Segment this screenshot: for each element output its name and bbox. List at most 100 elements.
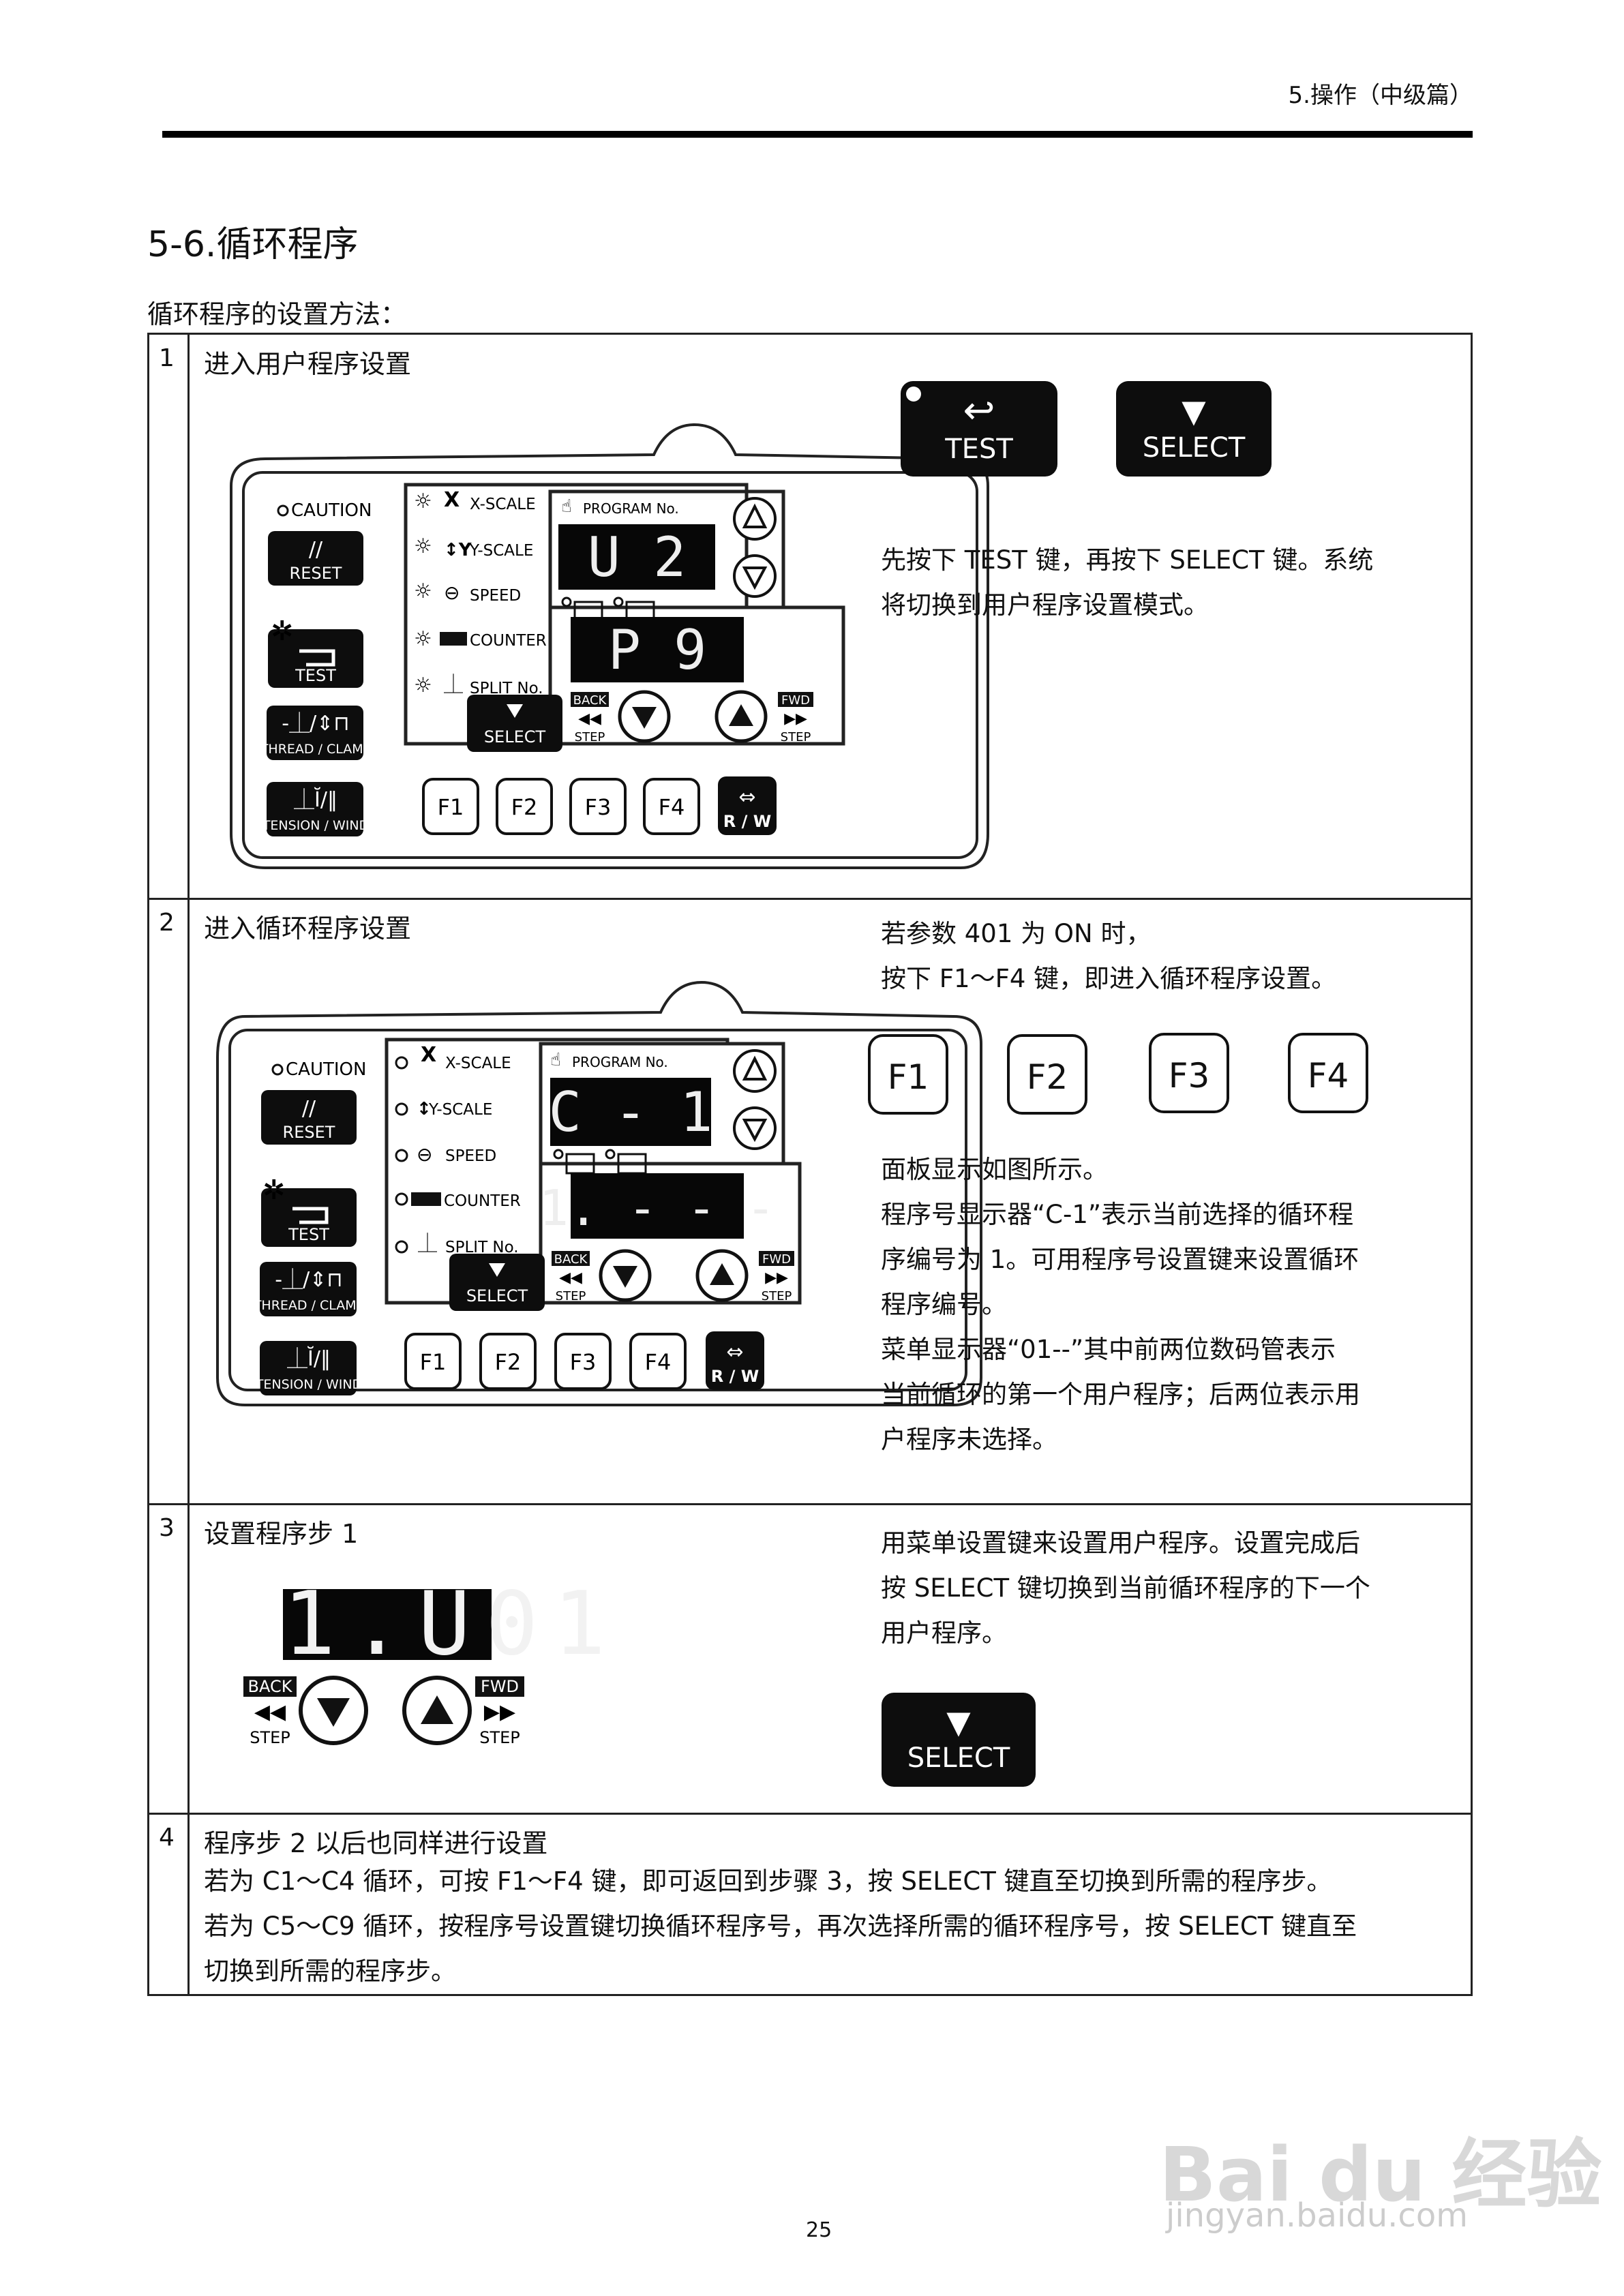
svg-text:▶▶: ▶▶: [784, 710, 807, 727]
rw-button[interactable]: [718, 776, 777, 835]
f2-key[interactable]: [496, 778, 553, 835]
test-label: TEST: [288, 1225, 329, 1244]
program-number-value: U 2: [588, 526, 687, 589]
f4-key[interactable]: F4: [1288, 1033, 1368, 1113]
svg-text:X: X: [444, 488, 460, 512]
f1-label: F1: [420, 1349, 447, 1375]
svg-text:◀◀: ◀◀: [559, 1269, 582, 1286]
svg-text:⇔: ⇔: [726, 1340, 743, 1364]
thread-clamp-label: THREAD / CLAMP: [253, 1298, 364, 1313]
burst-icon: ✲: [262, 1175, 286, 1206]
reset-button[interactable]: [261, 1090, 357, 1145]
led-off-icon: [395, 1149, 408, 1162]
row3-description: 用菜单设置键来设置用户程序。设置完成后 按 SELECT 键切换到当前循环程序的…: [881, 1528, 1370, 1648]
test-button[interactable]: [268, 629, 363, 688]
row-divider: [149, 1813, 1471, 1815]
f1-key[interactable]: [422, 778, 479, 835]
program-down-button[interactable]: [733, 554, 777, 598]
row-number: 3: [159, 1514, 175, 1542]
fwd-label: FWD: [781, 693, 810, 708]
test-led-icon: [906, 387, 921, 402]
svg-text:↕Y: ↕Y: [444, 540, 472, 560]
test-button[interactable]: [261, 1188, 357, 1247]
test-key[interactable]: ↩ TEST: [901, 381, 1057, 477]
reset-button[interactable]: [268, 531, 363, 586]
tension-wind-button[interactable]: [260, 1341, 357, 1395]
thread-clamp-button[interactable]: [260, 1262, 357, 1316]
f3-key[interactable]: [554, 1333, 612, 1390]
program-hand-icon: ☝: [561, 496, 572, 517]
svg-text:-⏊/⇕⊓: -⏊/⇕⊓: [275, 1268, 342, 1292]
program-up-button[interactable]: [733, 1049, 777, 1093]
select-key[interactable]: ▼ SELECT: [1116, 381, 1272, 477]
header-rule: [162, 131, 1473, 138]
f3-key[interactable]: F3: [1149, 1033, 1229, 1113]
caution-label: CAUTION: [291, 500, 372, 521]
led-lit-icon: ☼: [414, 674, 432, 697]
program-down-button[interactable]: [733, 1106, 777, 1150]
tension-wind-button[interactable]: [267, 782, 363, 836]
back-label: BACK: [573, 693, 607, 708]
select-key[interactable]: ▼ SELECT: [882, 1693, 1036, 1787]
menu-display-value: 1. - - -: [539, 1179, 776, 1237]
f2-label: F2: [511, 794, 538, 820]
f3-key[interactable]: [569, 778, 627, 835]
svg-text:⏊Ĭ/‖: ⏊Ĭ/‖: [294, 787, 337, 812]
down-triangle-icon: ▼: [946, 1704, 971, 1740]
svg-text:-⏊/⇕⊓: -⏊/⇕⊓: [282, 712, 349, 736]
select-key-label: SELECT: [1142, 432, 1246, 464]
rw-button[interactable]: [706, 1331, 764, 1390]
led-lit-icon: ☼: [414, 534, 432, 558]
step-label: STEP: [250, 1728, 290, 1747]
svg-text:⏊: ⏊: [444, 673, 463, 695]
step-label: STEP: [762, 1289, 792, 1303]
svg-text:⇔: ⇔: [738, 785, 755, 809]
f4-key[interactable]: [629, 1333, 687, 1390]
svg-text:◀◀: ◀◀: [254, 1700, 286, 1724]
led-off-icon: [395, 1240, 408, 1254]
f4-key[interactable]: [643, 778, 700, 835]
page-header: 5.操作（中级篇）: [1288, 82, 1473, 109]
x-scale-label: X-SCALE: [445, 1055, 511, 1072]
control-panel-1: CAUTION // RESET TEST ✲ -⏊/⇕⊓ THREAD / C…: [230, 423, 989, 869]
step-label: STEP: [479, 1728, 520, 1747]
svg-text:X: X: [421, 1043, 436, 1067]
select-button[interactable]: [467, 695, 562, 752]
thread-clamp-button[interactable]: [267, 706, 363, 760]
f3-label: F3: [570, 1349, 597, 1375]
f1-key[interactable]: [404, 1333, 462, 1390]
f1-label: F1: [438, 794, 464, 820]
led-off-icon: [395, 1102, 408, 1116]
reset-label: RESET: [290, 564, 342, 583]
program-up-button[interactable]: [733, 497, 777, 541]
caution-led-icon: [277, 504, 289, 517]
f2-key[interactable]: [479, 1333, 537, 1390]
down-triangle-icon: ▼: [1182, 393, 1206, 429]
led-off-icon: [395, 1056, 408, 1070]
fwd-label: FWD: [481, 1677, 519, 1696]
svg-text:▶▶: ▶▶: [484, 1700, 515, 1724]
menu-display: [571, 617, 744, 682]
burst-icon: ✲: [271, 616, 294, 647]
select-button[interactable]: [449, 1254, 545, 1311]
f2-key[interactable]: F2: [1007, 1034, 1087, 1115]
reset-label: RESET: [283, 1123, 335, 1142]
table-column-divider: [187, 335, 190, 1994]
fwd-label: FWD: [762, 1252, 791, 1267]
back-label: BACK: [554, 1252, 588, 1267]
intro-text: 循环程序的设置方法：: [147, 299, 407, 329]
svg-text:↕: ↕: [417, 1099, 432, 1119]
svg-text://: //: [309, 538, 323, 562]
led-lit-icon: ☼: [414, 489, 432, 513]
svg-text:▶▶: ▶▶: [765, 1269, 788, 1286]
watermark-logo: Bai du 经验: [1159, 2131, 1602, 2218]
step-label: STEP: [556, 1289, 586, 1303]
f1-key[interactable]: F1: [868, 1034, 948, 1115]
row-divider: [149, 898, 1471, 900]
select-key-label: SELECT: [907, 1742, 1010, 1774]
section-title: 5-6.循环程序: [147, 224, 359, 265]
tension-wind-label: TENSION / WIND: [262, 818, 369, 833]
rw-label: R / W: [711, 1367, 759, 1386]
watermark-url: jingyan.baidu.com: [1166, 2196, 1468, 2235]
svg-text:⊖: ⊖: [444, 581, 460, 604]
